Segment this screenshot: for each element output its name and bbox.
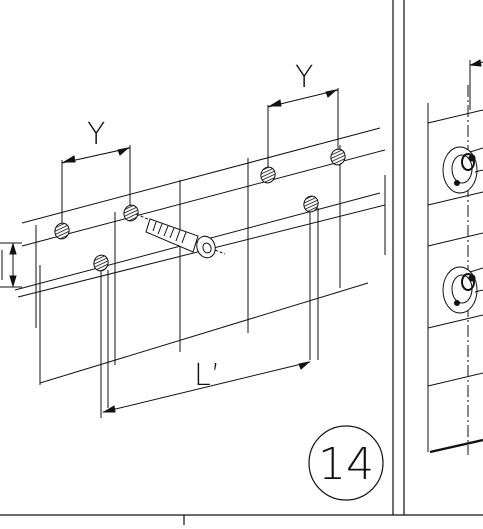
drill-hole: [303, 195, 319, 213]
wall-outline: [14, 127, 386, 385]
height-dimension: [0, 242, 22, 288]
dimension-length: [100, 208, 319, 418]
wall-plug-icon: [135, 213, 226, 259]
drill-hole: [330, 148, 346, 166]
dimension-y-left: [61, 145, 131, 225]
drill-hole: [123, 204, 139, 222]
bracket-icon: [442, 266, 483, 314]
label-y-left: Y: [87, 117, 105, 152]
drill-hole: [93, 254, 109, 272]
drill-hole: [54, 222, 70, 240]
label-length: L’: [194, 358, 220, 393]
step-number: 14: [318, 439, 374, 490]
label-y-right: Y: [295, 60, 313, 95]
bracket-icon: [442, 146, 483, 194]
step-badge: 14: [308, 425, 384, 501]
right-panel-figure: [427, 59, 483, 455]
dimension-y-right: [267, 88, 339, 170]
drill-holes: [54, 148, 346, 272]
drill-hole: [260, 166, 276, 184]
